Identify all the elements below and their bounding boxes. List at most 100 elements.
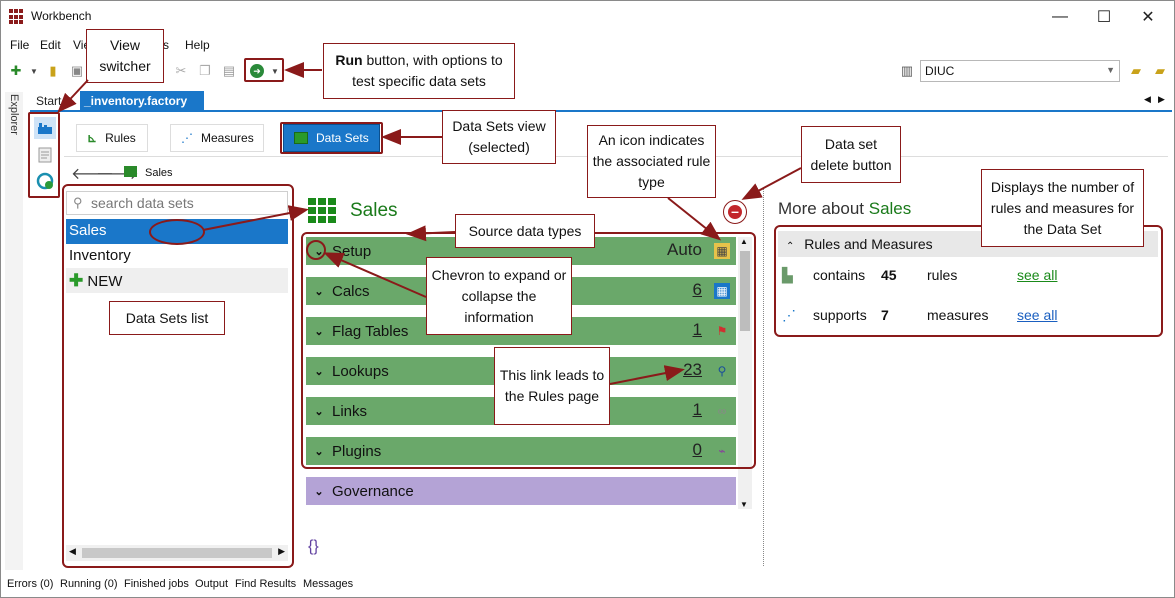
breadcrumb[interactable]: Sales	[145, 167, 173, 179]
server-select[interactable]: DIUC ▼	[920, 60, 1120, 82]
status-finished-jobs[interactable]: Finished jobs	[124, 578, 189, 590]
source-label: Links	[332, 402, 368, 420]
maximize-button[interactable]: ☐	[1096, 9, 1112, 26]
tab-close-icon[interactable]: ✕	[86, 108, 97, 122]
new-dropdown-icon[interactable]: ▼	[30, 66, 38, 76]
factory-view-icon[interactable]	[34, 117, 56, 139]
chevron-up-icon: ⌃	[786, 241, 795, 252]
source-count-link[interactable]: 0	[692, 440, 702, 459]
view-tab-datasets[interactable]: Data Sets	[283, 124, 380, 152]
back-arrow-icon[interactable]: 🡐	[71, 166, 114, 183]
menu-file[interactable]: File	[10, 38, 30, 52]
callout-view-switcher: View switcher	[86, 29, 164, 83]
more-about-name: Sales	[868, 199, 912, 218]
callout-run-bold: Run	[335, 52, 363, 68]
sources-scrollbar[interactable]: ▲ ▼	[738, 237, 752, 509]
explorer-strip[interactable]	[5, 92, 23, 570]
status-find-results[interactable]: Find Results	[235, 578, 297, 590]
governance-row[interactable]: ⌄ Governance	[306, 477, 736, 505]
rules-verb: contains	[813, 267, 866, 283]
save-icon[interactable]: ▣	[70, 63, 84, 78]
menu-bar: File Edit View Tools Help	[1, 36, 1174, 54]
tab-inventory-factory[interactable]: _inventory.factory ✕	[80, 91, 204, 122]
source-count-link[interactable]: 6	[692, 280, 702, 299]
chevron-down-icon[interactable]: ⌄	[314, 365, 324, 378]
highlight-datasets-list	[62, 184, 294, 568]
status-messages[interactable]: Messages	[303, 578, 354, 590]
status-running[interactable]: Running (0)	[60, 578, 118, 590]
tab-underline	[30, 110, 1172, 112]
server-value: DIUC	[925, 64, 955, 78]
source-row-plugins[interactable]: ⌄ Plugins 0 ⌁	[306, 437, 736, 465]
chevron-down-icon[interactable]: ⌄	[314, 485, 324, 498]
open-folder-icon[interactable]: ▮	[49, 63, 57, 78]
status-bar: Errors (0) Running (0) Finished jobs Out…	[1, 574, 1174, 596]
callout-rule-type-icon: An icon indicates the associated rule ty…	[587, 125, 716, 198]
governance-label: Governance	[332, 482, 414, 500]
script-braces-icon[interactable]: {}	[308, 538, 319, 555]
see-all-measures-link[interactable]: see all	[1017, 307, 1058, 323]
scroll-thumb[interactable]	[740, 251, 750, 331]
minimize-button[interactable]: —	[1052, 8, 1068, 25]
cut-icon[interactable]: ✂	[175, 63, 187, 78]
source-value: Auto	[667, 240, 702, 259]
page-title: Sales	[350, 200, 398, 221]
sales-dataset-icon	[308, 198, 338, 226]
highlight-rules-measures	[774, 225, 1163, 337]
run-dropdown-icon[interactable]: ▼	[271, 66, 279, 76]
more-about-title: More about Sales	[778, 199, 911, 219]
run-icon[interactable]: ➜	[248, 62, 266, 80]
callout-run-button: Run button, with options to test specifi…	[323, 43, 515, 99]
tab-scroll-right-icon[interactable]: ▶	[1158, 94, 1165, 104]
scroll-left-icon[interactable]: ◀	[69, 546, 76, 556]
chevron-down-icon[interactable]: ⌄	[314, 325, 324, 338]
scroll-thumb[interactable]	[82, 548, 272, 558]
measures-kind: measures	[927, 307, 989, 323]
menu-help[interactable]: Help	[185, 38, 210, 52]
view-tab-rules[interactable]: ⊾ Rules	[76, 124, 148, 152]
status-errors[interactable]: Errors (0)	[7, 578, 54, 590]
source-count-link[interactable]: 23	[683, 360, 702, 379]
view-tab-measures[interactable]: ⋰ Measures	[170, 124, 264, 152]
callout-chevron: Chevron to expand or collapse the inform…	[426, 257, 572, 335]
chevron-down-icon[interactable]: ⌄	[314, 285, 324, 298]
list-item[interactable]: Inventory	[69, 247, 131, 264]
refresh-view-icon[interactable]	[34, 170, 56, 192]
flag-icon: ⚑	[716, 324, 728, 338]
callout-run-rest: button, with options to test specific da…	[352, 52, 503, 89]
source-count-link[interactable]: 1	[692, 400, 702, 419]
chevron-down-icon[interactable]: ⌄	[314, 445, 324, 458]
view-switcher	[30, 113, 58, 197]
document-view-icon[interactable]	[34, 144, 56, 166]
chevron-down-icon[interactable]: ⌄	[314, 405, 324, 418]
search-input[interactable]: ⚲ search data sets	[66, 191, 288, 215]
server-folder-icon[interactable]: ▰	[1131, 63, 1141, 78]
new-dataset-item[interactable]: ✚ NEW	[66, 268, 288, 293]
explorer-label[interactable]: Explorer	[8, 94, 20, 135]
list-scrollbar[interactable]: ◀ ▶	[66, 545, 288, 561]
scroll-down-icon[interactable]: ▼	[740, 500, 748, 509]
callout-source-types: Source data types	[455, 214, 595, 248]
tab-start[interactable]: Start	[36, 94, 62, 108]
breadcrumb-grid-icon	[124, 166, 137, 177]
server-settings-icon[interactable]: ▰	[1155, 63, 1165, 78]
tab-scroll-left-icon[interactable]: ◀	[1144, 94, 1151, 104]
scroll-right-icon[interactable]: ▶	[278, 546, 285, 556]
paste-icon[interactable]: ▤	[222, 63, 236, 78]
delete-dataset-button[interactable]: –	[723, 200, 747, 224]
new-file-icon[interactable]: ✚	[10, 63, 22, 78]
app-logo-icon	[9, 9, 25, 25]
copy-icon[interactable]: ❐	[199, 63, 211, 78]
source-count-link[interactable]: 1	[692, 320, 702, 339]
panel-splitter-right[interactable]	[763, 188, 766, 566]
highlight-sales-item	[149, 219, 205, 245]
status-output[interactable]: Output	[195, 578, 229, 590]
plus-icon: ✚	[69, 271, 84, 290]
search-icon: ⚲	[73, 195, 83, 210]
close-button[interactable]: ✕	[1141, 9, 1155, 26]
scroll-up-icon[interactable]: ▲	[740, 237, 748, 246]
callout-datasets-list: Data Sets list	[109, 301, 225, 335]
menu-edit[interactable]: Edit	[40, 38, 61, 52]
see-all-rules-link[interactable]: see all	[1017, 267, 1058, 283]
measures-icon: ⋰	[782, 307, 796, 323]
